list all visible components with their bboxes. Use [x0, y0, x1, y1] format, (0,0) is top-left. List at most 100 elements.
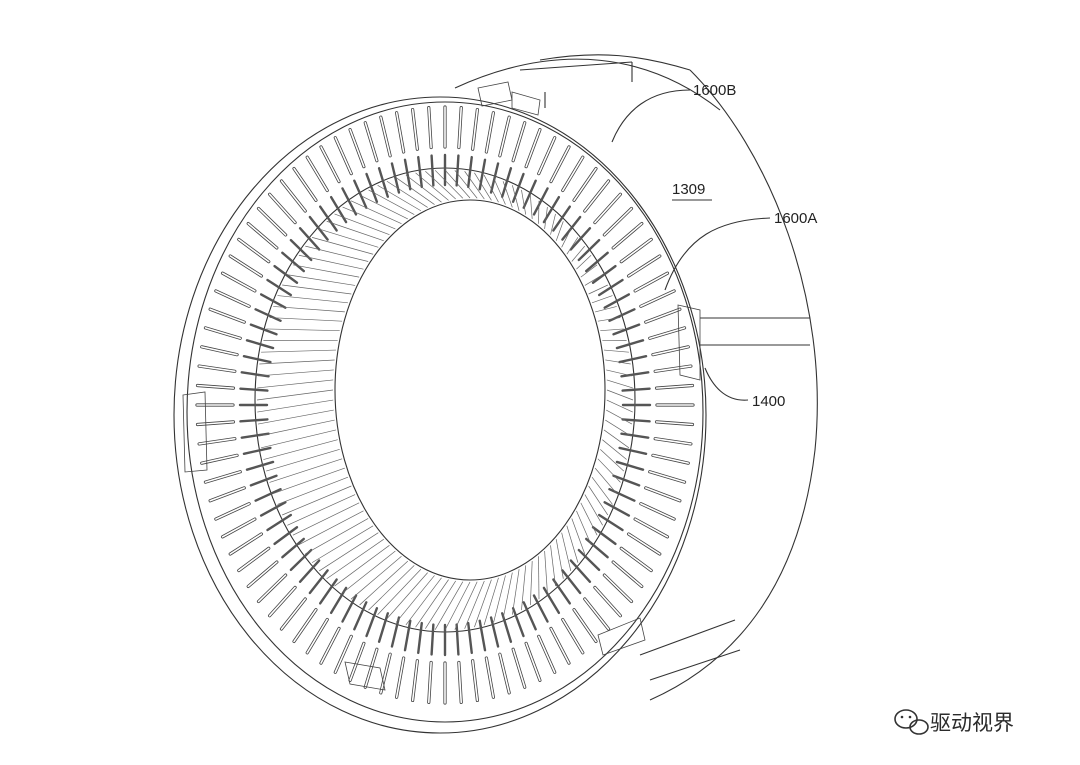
hairpin-leg — [390, 616, 401, 648]
hairpin-tip-highlight — [634, 518, 669, 538]
hairpin-tip-highlight — [612, 561, 643, 588]
bore-slot — [326, 220, 384, 242]
bore-slot — [603, 349, 629, 353]
hairpin-leg — [569, 559, 592, 583]
hairpin-tip-highlight — [209, 487, 246, 502]
hairpin-leg — [511, 607, 525, 638]
bore-slot — [606, 379, 633, 389]
hairpin-tip-highlight — [561, 618, 584, 654]
hairpin-leg — [577, 548, 601, 572]
hairpin-tip-highlight — [229, 255, 263, 277]
hairpin-leg — [298, 227, 321, 251]
hairpin-leg — [620, 371, 650, 378]
stator-outer-ring — [173, 96, 707, 734]
bore-slot — [259, 419, 335, 437]
hairpin-tip-highlight — [215, 502, 250, 520]
bore-slot — [550, 213, 556, 235]
bore-slot — [396, 575, 435, 623]
hairpin-tip-highlight — [200, 346, 238, 356]
bore-slot — [502, 572, 513, 619]
bore-slot — [580, 264, 598, 278]
hairpin-tip-highlight — [427, 661, 432, 704]
bore-slot — [386, 180, 428, 208]
hairpin-tip-highlight — [499, 653, 510, 694]
hairpin-tip-highlight — [257, 574, 287, 603]
hairpin-tip-highlight — [293, 167, 317, 202]
bore-slot — [538, 556, 540, 600]
bore-slot — [434, 170, 464, 199]
bore-slot — [396, 177, 435, 205]
hairpin-tip-highlight — [594, 193, 622, 224]
bore-slot — [386, 572, 428, 619]
hairpin-leg — [612, 474, 641, 487]
bore-slot — [561, 228, 572, 248]
bore-slot — [287, 494, 356, 526]
hairpin-tip-highlight — [196, 421, 235, 426]
hairpin-tip-highlight — [654, 365, 692, 373]
bore-slot — [566, 237, 579, 255]
hairpin-tip-highlight — [537, 635, 556, 674]
hairpin-tip-highlight — [334, 635, 353, 674]
hairpin-leg — [298, 559, 321, 583]
hairpin-leg — [239, 387, 269, 392]
hairpin-leg — [542, 195, 561, 224]
bore-slot — [544, 551, 548, 593]
bore-slot — [602, 439, 627, 460]
leader-lines — [611, 89, 771, 401]
bore-slot — [415, 579, 449, 628]
hairpin-leg — [532, 187, 549, 216]
hairpin-tip-highlight — [525, 128, 541, 168]
hairpin-tip-highlight — [620, 238, 653, 263]
hairpin-leg — [403, 619, 412, 652]
hairpin-tip-highlight — [627, 255, 661, 277]
hairpin-leg — [597, 278, 624, 297]
hairpin-tip-highlight — [644, 308, 681, 323]
hairpin-tip-highlight — [652, 454, 690, 464]
hairpin-leg — [341, 187, 358, 216]
hairpin-tip-highlight — [603, 207, 633, 236]
hairpin-leg — [603, 293, 631, 309]
hairpin-tip-highlight — [550, 627, 570, 664]
bore-slot — [342, 550, 396, 594]
bore-slot — [544, 207, 548, 230]
hairpin-tip-highlight — [512, 122, 526, 162]
terminal-block-left — [182, 391, 208, 473]
hairpin-tip-highlight — [334, 136, 353, 175]
bore-slot — [298, 510, 364, 546]
hairpin-tip-highlight — [349, 128, 365, 168]
bore-slot — [405, 577, 442, 626]
bore-slot — [257, 409, 334, 425]
bore-slot — [334, 545, 390, 587]
hairpin-leg — [242, 446, 272, 455]
hairpin-leg — [561, 569, 582, 595]
bore-slot — [588, 284, 608, 295]
hairpin-leg — [597, 513, 624, 532]
bore-slot — [605, 419, 631, 437]
watermark-text: 驱动视界 — [930, 711, 1014, 735]
hairpin-leg — [522, 601, 537, 631]
bore-slot — [512, 185, 520, 211]
hairpin-tip-highlight — [471, 659, 479, 702]
bore-slot — [298, 254, 364, 270]
hairpin-leg — [266, 513, 293, 532]
hairpin-leg — [478, 158, 487, 191]
hairpin-leg — [259, 501, 287, 517]
bore-slot — [326, 538, 384, 580]
outer-hairpin-ends — [195, 105, 695, 705]
bore-slot — [561, 532, 572, 572]
housing-sleeve — [454, 54, 818, 701]
bore-slot — [287, 274, 356, 286]
bore-slot — [483, 577, 499, 626]
hairpin-leg — [249, 323, 278, 336]
hairpin-tip-highlight — [280, 598, 307, 630]
hairpin-tip-highlight — [634, 272, 669, 292]
bore-slot — [261, 349, 337, 353]
hairpin-leg — [618, 355, 648, 364]
bore-slot — [319, 228, 379, 248]
hairpin-leg — [455, 623, 460, 656]
bore-slot — [368, 189, 415, 215]
hairpin-tip-highlight — [640, 290, 675, 308]
hairpin-leg — [249, 474, 278, 487]
hairpin-tip-highlight — [411, 659, 419, 702]
bore-slot — [305, 518, 369, 555]
